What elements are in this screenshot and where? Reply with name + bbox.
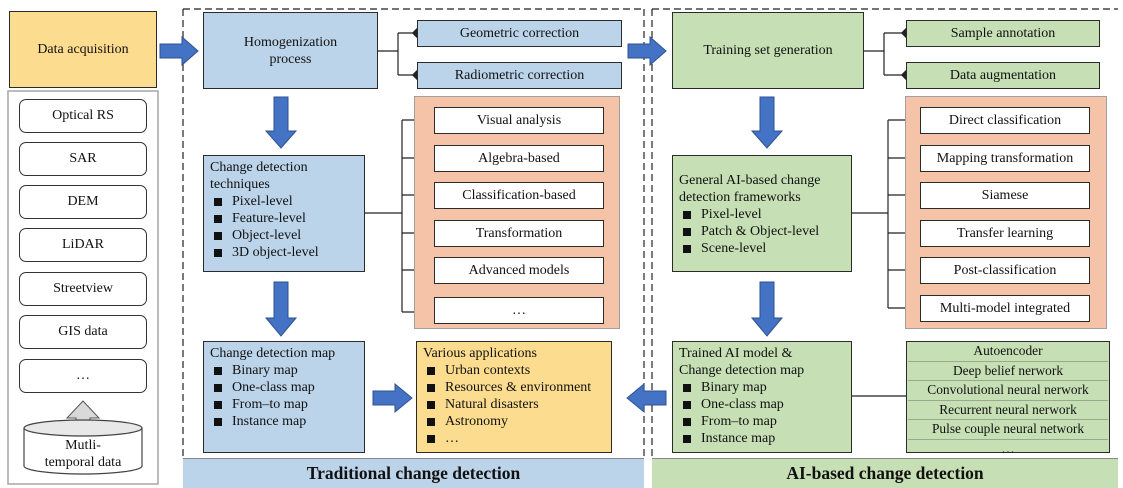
- framework-item: Pixel-level: [679, 206, 845, 223]
- ai-map-item: From–to map: [679, 413, 845, 430]
- map-item: Instance map: [210, 413, 358, 430]
- technique-item: 3D object-level: [210, 244, 358, 261]
- multitemporal-data-label: Mutli- temporal data: [44, 438, 122, 470]
- model-pcnn: Pulse couple neural network: [908, 420, 1108, 440]
- application-item: Astronomy: [423, 413, 605, 430]
- source-dem: DEM: [19, 185, 147, 219]
- method-transformation: Transformation: [434, 220, 604, 247]
- technique-item: Feature-level: [210, 210, 358, 227]
- ai-method-mapping-transformation: Mapping transformation: [920, 145, 1090, 172]
- sample-annotation-box: Sample annotation: [906, 20, 1100, 47]
- technique-item: Pixel-level: [210, 193, 358, 210]
- application-item: Resources & environment: [423, 379, 605, 396]
- radiometric-correction-box: Radiometric correction: [417, 62, 622, 89]
- model-more: …: [1001, 440, 1015, 456]
- method-visual-analysis: Visual analysis: [434, 107, 604, 134]
- map-item: Binary map: [210, 362, 358, 379]
- techniques-box: Change detection techniques Pixel-level …: [203, 155, 365, 272]
- traditional-methods-panel: [414, 96, 620, 329]
- source-lidar: LiDAR: [19, 228, 147, 262]
- ai-map-item: Binary map: [679, 379, 845, 396]
- geometric-correction-box: Geometric correction: [417, 20, 622, 47]
- ai-method-post-classification: Post-classification: [920, 257, 1090, 284]
- ai-map-item: Instance map: [679, 430, 845, 447]
- data-augmentation-box: Data augmentation: [906, 62, 1100, 89]
- source-sar: SAR: [19, 142, 147, 176]
- source-gis-data: GIS data: [19, 315, 147, 349]
- data-acquisition-box: Data acquisition: [9, 11, 157, 88]
- applications-box: Various applications Urban contexts Reso…: [416, 341, 612, 453]
- method-more: …: [434, 297, 604, 324]
- source-optical-rs: Optical RS: [19, 99, 147, 133]
- map-item: From–to map: [210, 396, 358, 413]
- ai-method-multi-model: Multi-model integrated: [920, 295, 1090, 322]
- method-classification-based: Classification-based: [434, 182, 604, 209]
- model-rnn: Recurrent neural nerwork: [908, 401, 1108, 420]
- ai-methods-panel: [905, 96, 1107, 329]
- method-algebra-based: Algebra-based: [434, 145, 604, 172]
- source-streetview: Streetview: [19, 272, 147, 306]
- homogenization-box: Homogenization process: [203, 12, 378, 89]
- framework-item: Scene-level: [679, 240, 845, 257]
- framework-item: Patch & Object-level: [679, 223, 845, 240]
- model-autoencoder: Autoencoder: [908, 342, 1108, 362]
- model-deep-belief: Deep belief nerwork: [908, 362, 1108, 381]
- training-set-box: Training set generation: [672, 12, 864, 89]
- method-advanced-models: Advanced models: [434, 257, 604, 284]
- source-more: …: [19, 359, 147, 393]
- application-item: Urban contexts: [423, 362, 605, 379]
- map-item: One-class map: [210, 379, 358, 396]
- ai-method-direct-classification: Direct classification: [920, 107, 1090, 134]
- traditional-footer: Traditional change detection: [183, 458, 644, 488]
- application-item: Natural disasters: [423, 396, 605, 413]
- ai-method-transfer-learning: Transfer learning: [920, 220, 1090, 247]
- frameworks-box: General AI-based change detection framew…: [672, 155, 852, 272]
- ai-map-item: One-class map: [679, 396, 845, 413]
- ai-footer: AI-based change detection: [652, 458, 1118, 488]
- ai-method-siamese: Siamese: [920, 182, 1090, 209]
- change-detection-map-box: Change detection map Binary map One-clas…: [203, 341, 365, 453]
- ai-models-box: Autoencoder Deep belief nerwork Convolut…: [906, 341, 1110, 456]
- ai-map-box: Trained AI model & Change detection map …: [672, 341, 852, 453]
- model-cnn: Convolutional neural nerwork: [908, 381, 1108, 401]
- application-item: …: [423, 430, 605, 447]
- technique-item: Object-level: [210, 227, 358, 244]
